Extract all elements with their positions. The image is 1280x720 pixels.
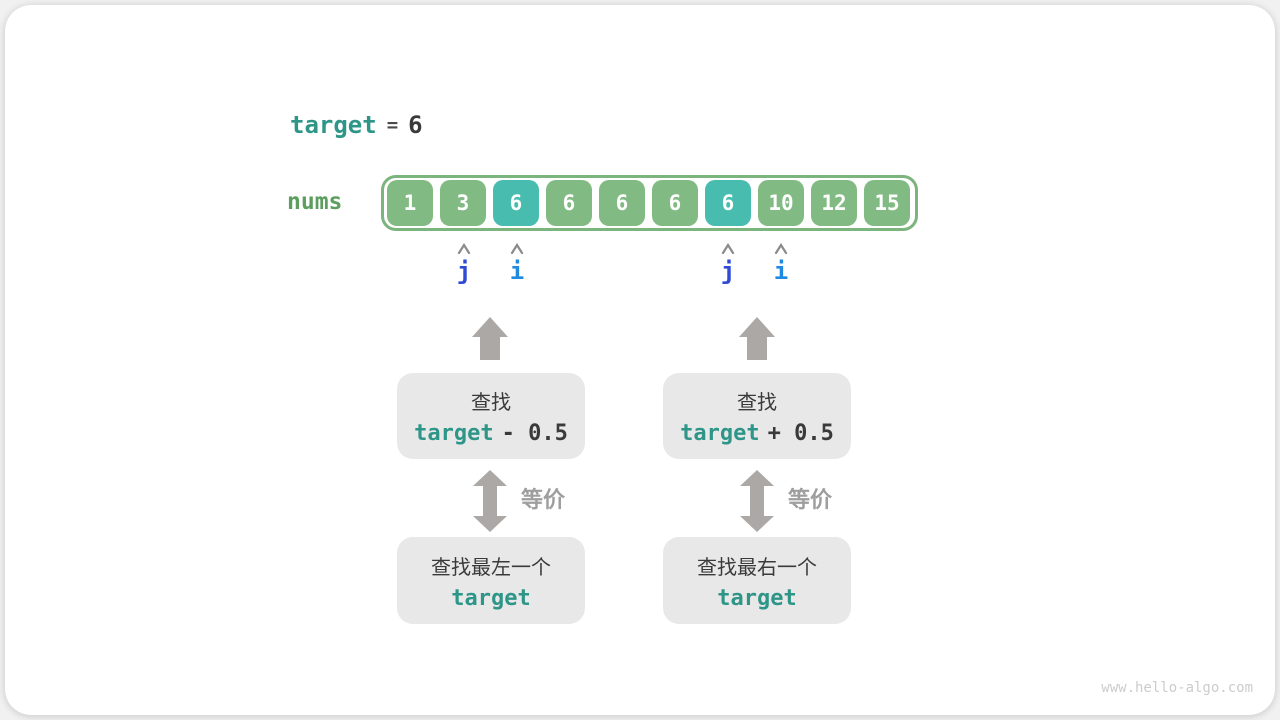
caret-up-icon [510, 243, 524, 255]
double-arrow-icon [473, 470, 507, 532]
result-text: 查找最右一个 [697, 554, 817, 579]
array-cell-highlighted: 6 [705, 180, 751, 226]
watermark: www.hello-algo.com [1101, 680, 1253, 696]
array-cell: 15 [864, 180, 910, 226]
search-expression: target + 0.5 [680, 421, 834, 446]
pointer-label: i [509, 257, 525, 285]
operator-text: - 0.5 [501, 421, 568, 446]
result-code: target [451, 586, 530, 611]
pointer-i-left: i [497, 243, 537, 285]
operator-text: + 0.5 [767, 421, 834, 446]
search-box-right: 查找 target + 0.5 [663, 373, 851, 459]
array-cell: 1 [387, 180, 433, 226]
target-keyword: target [290, 111, 377, 139]
array-cell-highlighted: 6 [493, 180, 539, 226]
pointer-label: j [456, 257, 472, 285]
search-text: 查找 [471, 390, 511, 414]
target-keyword: target [717, 585, 797, 611]
pointer-i-right: i [761, 243, 801, 285]
target-value: 6 [408, 111, 423, 139]
pointer-j-left: j [444, 243, 484, 285]
figure-card [5, 5, 1275, 715]
array-cell: 6 [546, 180, 592, 226]
double-arrow-icon [740, 470, 774, 532]
equals-sign: = [386, 114, 399, 136]
caret-up-icon [721, 243, 735, 255]
result-code: target [717, 586, 796, 611]
arrow-up-icon [472, 317, 508, 360]
nums-label: nums [287, 189, 343, 215]
caret-up-icon [774, 243, 788, 255]
array-cell: 10 [758, 180, 804, 226]
target-keyword: target [451, 585, 531, 611]
equivalence-label: 等价 [788, 488, 833, 513]
caret-up-icon [457, 243, 471, 255]
arrow-up-icon [739, 317, 775, 360]
search-expression: target - 0.5 [414, 421, 568, 446]
pointer-j-right: j [708, 243, 748, 285]
pointer-label: j [720, 257, 736, 285]
pointer-label: i [773, 257, 789, 285]
array-cell: 6 [599, 180, 645, 226]
result-text: 查找最左一个 [431, 554, 551, 579]
search-text: 查找 [737, 390, 777, 414]
target-keyword: target [680, 421, 760, 446]
equivalence-label: 等价 [521, 488, 566, 513]
result-box-left: 查找最左一个 target [397, 537, 585, 624]
nums-array: 1 3 6 6 6 6 6 10 12 15 [381, 175, 918, 231]
array-cell: 3 [440, 180, 486, 226]
target-expression: target = 6 [290, 111, 423, 139]
array-cell: 12 [811, 180, 857, 226]
result-box-right: 查找最右一个 target [663, 537, 851, 624]
array-cell: 6 [652, 180, 698, 226]
target-keyword: target [414, 421, 494, 446]
search-box-left: 查找 target - 0.5 [397, 373, 585, 459]
